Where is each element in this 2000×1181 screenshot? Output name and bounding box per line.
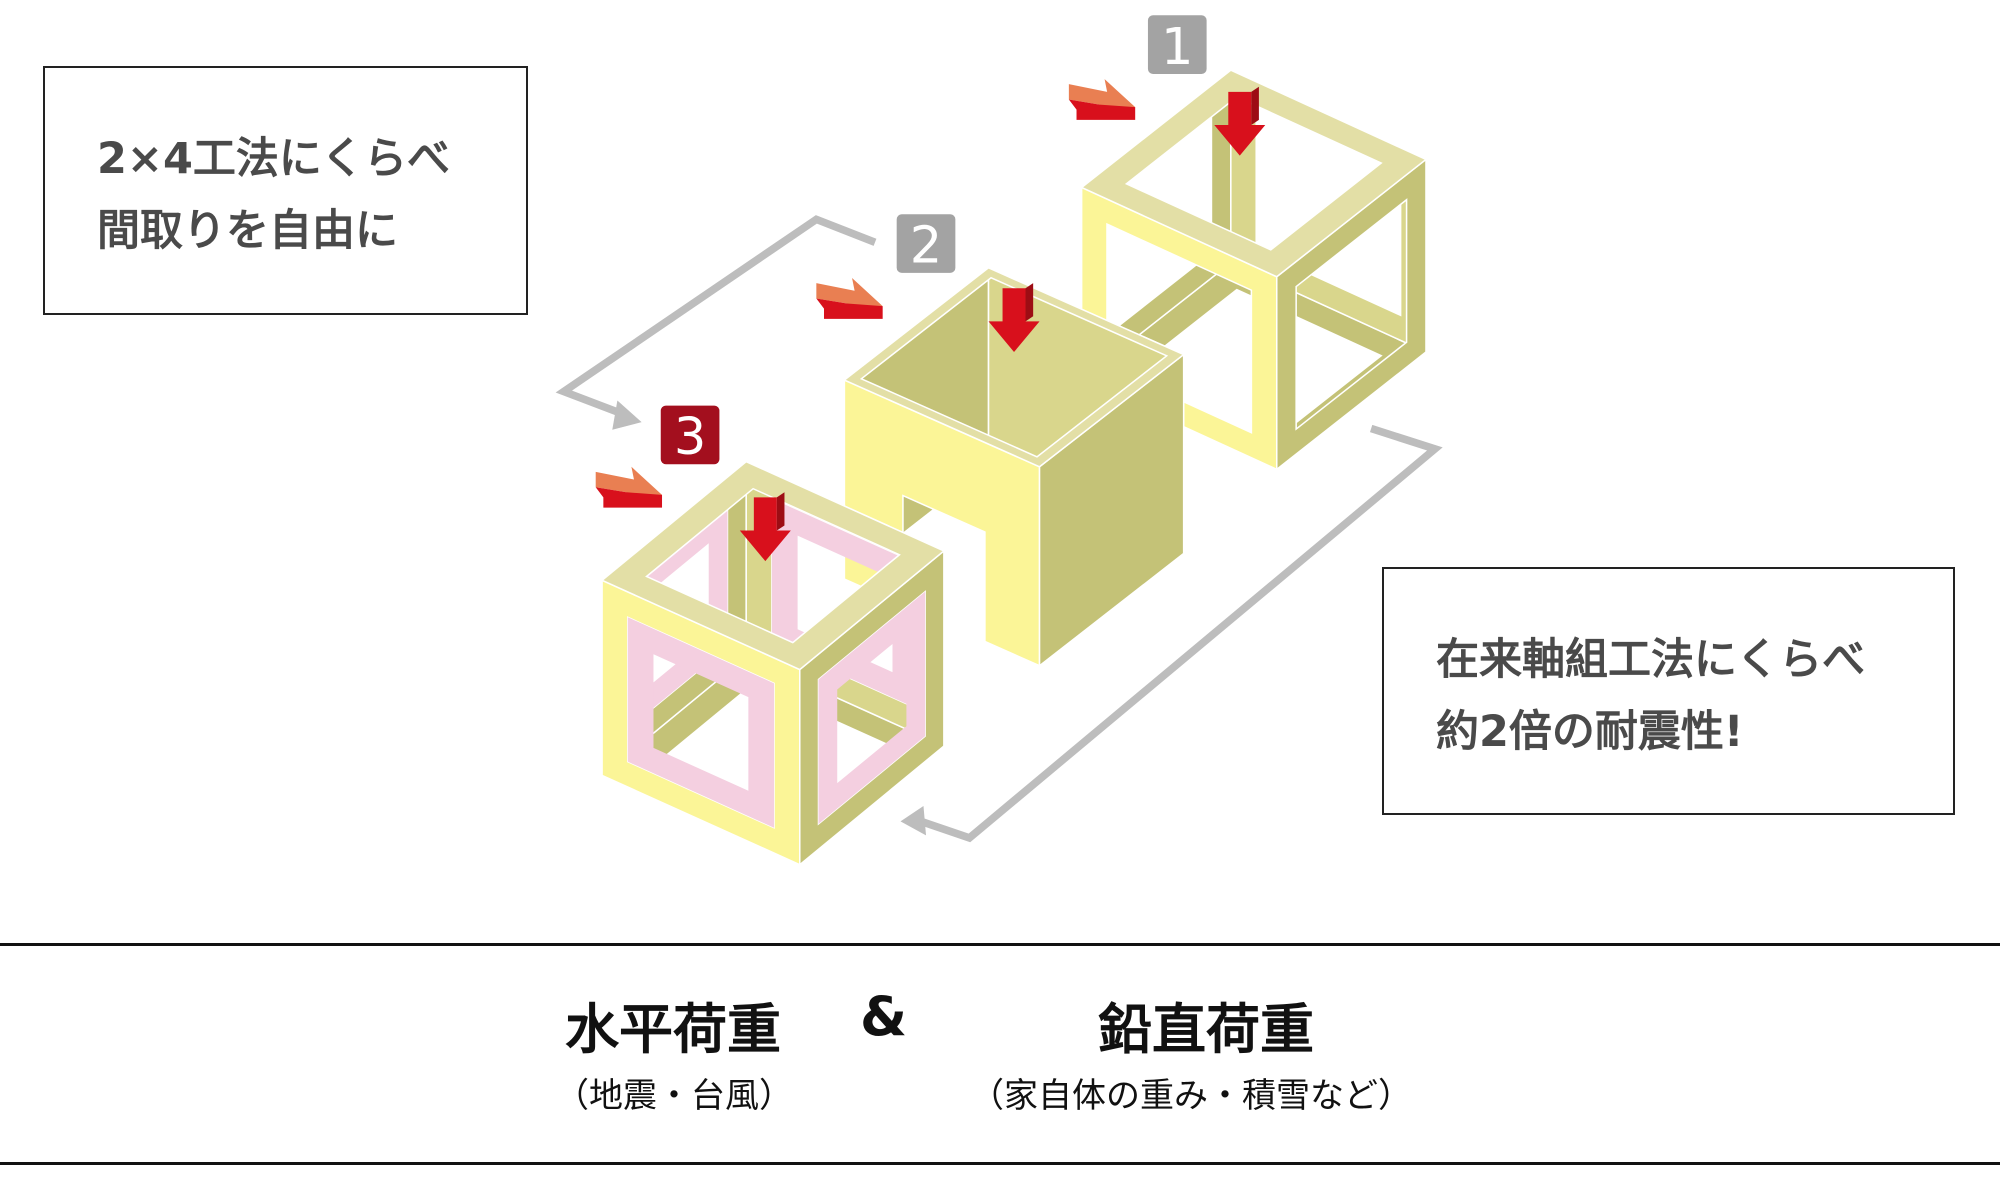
callout-line: 在来軸組工法にくらべ bbox=[1436, 635, 1866, 685]
ampersand: & bbox=[860, 985, 908, 1048]
arrowhead-icon bbox=[900, 806, 927, 836]
step-badge-1: 1 bbox=[1147, 15, 1207, 77]
callout-line: 2×4工法にくらべ bbox=[97, 134, 451, 184]
horizontal-load-arrow-icon bbox=[816, 278, 883, 319]
badge-background bbox=[1147, 15, 1207, 74]
vertical-load-examples: （家自体の重み・積雪など） bbox=[970, 1076, 1412, 1116]
vertical-load-arrow-icon bbox=[1214, 86, 1266, 156]
callout-line: 間取りを自由に bbox=[97, 206, 398, 256]
top-frame bbox=[1080, 69, 1428, 278]
bracket-arrow-2-to-3 bbox=[555, 215, 877, 420]
top-opening bbox=[842, 266, 1186, 468]
top-frame bbox=[600, 460, 946, 671]
front-right-frame-brace-panel bbox=[818, 591, 926, 824]
step-badge-3: 3 bbox=[660, 405, 720, 467]
vertical-load-arrow-icon bbox=[988, 283, 1040, 353]
badge-number: 1 bbox=[1161, 18, 1193, 77]
badge-background bbox=[896, 214, 956, 273]
vertical-load-label: 鉛直荷重 bbox=[1098, 998, 1314, 1061]
callout-line: 約2倍の耐震性! bbox=[1436, 707, 1744, 757]
callout-earthquake-resistance: 在来軸組工法にくらべ 約2倍の耐震性! bbox=[1382, 567, 1955, 815]
horizontal-load-label: 水平荷重 bbox=[565, 998, 781, 1061]
divider-top bbox=[0, 943, 2000, 946]
horizontal-load-examples: （地震・台風） bbox=[555, 1076, 793, 1116]
badge-number: 2 bbox=[910, 217, 942, 276]
horizontal-load-arrow-icon bbox=[1068, 79, 1136, 120]
bracket-arrow-1-to-3 bbox=[912, 424, 1443, 843]
badge-background bbox=[660, 405, 720, 465]
step-badge-2: 2 bbox=[896, 214, 956, 276]
badge-number: 3 bbox=[674, 408, 706, 467]
divider-bottom bbox=[0, 1162, 2000, 1165]
vertical-load-arrow-icon bbox=[739, 492, 791, 562]
front-left-frame-brace-panel bbox=[627, 617, 775, 828]
flow-brackets bbox=[555, 215, 1443, 843]
cube-3-braced bbox=[600, 460, 946, 867]
callout-floorplan-freedom: 2×4工法にくらべ 間取りを自由に bbox=[43, 66, 528, 315]
arrowhead-icon bbox=[612, 400, 642, 430]
horizontal-load-arrow-icon bbox=[595, 466, 663, 508]
